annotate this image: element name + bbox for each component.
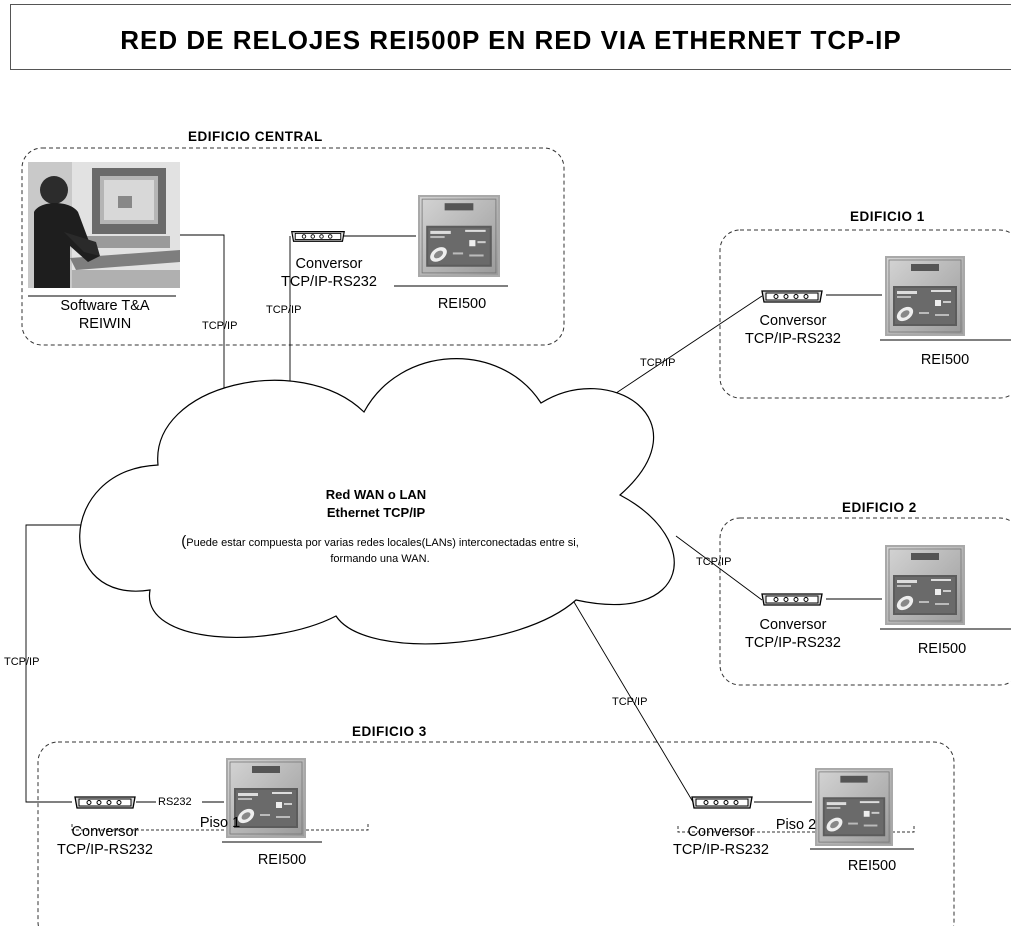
clock-building-2	[884, 545, 966, 625]
converter-label-line2: TCP/IP-RS232	[673, 842, 769, 858]
cloud-title-line1: Red WAN o LAN	[325, 487, 427, 502]
converter-label-line1: Conversor	[759, 617, 827, 633]
link-floor1-cloud	[25, 524, 90, 803]
link-label-building-1: TCP/IP	[640, 357, 676, 369]
clock-floor-2-label: REI500	[847, 858, 897, 874]
software-label: Software T&A REIWIN	[40, 297, 170, 333]
clock-building-1	[884, 256, 966, 336]
clock-building-2-label: REI500	[917, 641, 967, 657]
converter-label-line2: TCP/IP-RS232	[57, 842, 153, 858]
building-2-box	[719, 517, 1011, 686]
converter-floor-1	[74, 796, 136, 809]
network-cloud	[79, 358, 675, 645]
clock-floor-2	[814, 768, 894, 846]
converter-floor-2	[691, 796, 753, 809]
cloud-note-line2: formando una WAN.	[330, 553, 430, 565]
converter-central-label: Conversor TCP/IP-RS232	[264, 255, 394, 291]
converter-label-line2: TCP/IP-RS232	[745, 331, 841, 347]
cloud-note-text1: Puede estar compuesta por varias redes l…	[186, 537, 579, 549]
floor-2-bracket	[677, 826, 915, 833]
link-label-building-2: TCP/IP	[696, 556, 732, 568]
building-3-label: EDIFICIO 3	[352, 724, 427, 739]
converter-label-line1: Conversor	[295, 256, 363, 272]
cloud-title-line2: Ethernet TCP/IP	[326, 505, 426, 520]
clock-central-label: REI500	[437, 296, 487, 312]
converter-floor-1-label: Conversor TCP/IP-RS232	[40, 823, 170, 859]
link-label-floor-1: TCP/IP	[4, 656, 40, 668]
converter-floor-2-label: Conversor TCP/IP-RS232	[656, 823, 786, 859]
floor-1-bracket	[71, 824, 369, 831]
building-2-label: EDIFICIO 2	[842, 500, 917, 515]
connection-lines	[25, 234, 882, 803]
software-label-line1: Software T&A	[60, 298, 150, 314]
cloud-note-paren: (	[181, 533, 187, 550]
converter-building-2-label: Conversor TCP/IP-RS232	[728, 616, 858, 652]
converter-label-line2: TCP/IP-RS232	[281, 274, 377, 290]
converter-label-line1: Conversor	[687, 824, 755, 840]
cloud-note: (Puede estar compuesta por varias redes …	[120, 534, 640, 567]
software-label-line2: REIWIN	[78, 316, 132, 332]
link-label-central-converter: TCP/IP	[266, 304, 302, 316]
page-title: RED DE RELOJES REI500P EN RED VIA ETHERN…	[120, 25, 902, 55]
building-1-label: EDIFICIO 1	[850, 209, 925, 224]
floor-2-label: Piso 2	[775, 817, 817, 833]
clock-floor-1-label: REI500	[257, 852, 307, 868]
converter-label-line2: TCP/IP-RS232	[745, 635, 841, 651]
link-label-rs232: RS232	[158, 796, 192, 808]
cloud-title: Red WAN o LAN Ethernet TCP/IP	[296, 486, 456, 522]
title-box: RED DE RELOJES REI500P EN RED VIA ETHERN…	[10, 4, 1011, 70]
link-b2-cloud	[675, 535, 763, 601]
link-software-cloud	[180, 234, 225, 420]
building-1-box	[719, 229, 1011, 399]
building-central-box	[21, 147, 565, 346]
link-floor2-cloud	[573, 601, 694, 803]
clock-building-1-label: REI500	[920, 352, 970, 368]
building-3-box	[37, 741, 955, 926]
clock-central	[417, 195, 501, 277]
converter-building-1	[761, 290, 823, 303]
converter-building-2	[761, 593, 823, 606]
cloud-note-line1: (Puede estar compuesta por varias redes …	[120, 534, 640, 551]
building-central-label: EDIFICIO CENTRAL	[188, 129, 323, 144]
link-label-software: TCP/IP	[202, 320, 238, 332]
converter-building-1-label: Conversor TCP/IP-RS232	[728, 312, 858, 348]
floor-1-label: Piso 1	[199, 815, 241, 831]
converter-label-line1: Conversor	[71, 824, 139, 840]
link-label-floor-2: TCP/IP	[612, 696, 648, 708]
software-workstation-image	[28, 162, 180, 297]
converter-label-line1: Conversor	[759, 313, 827, 329]
converter-central	[291, 230, 345, 242]
